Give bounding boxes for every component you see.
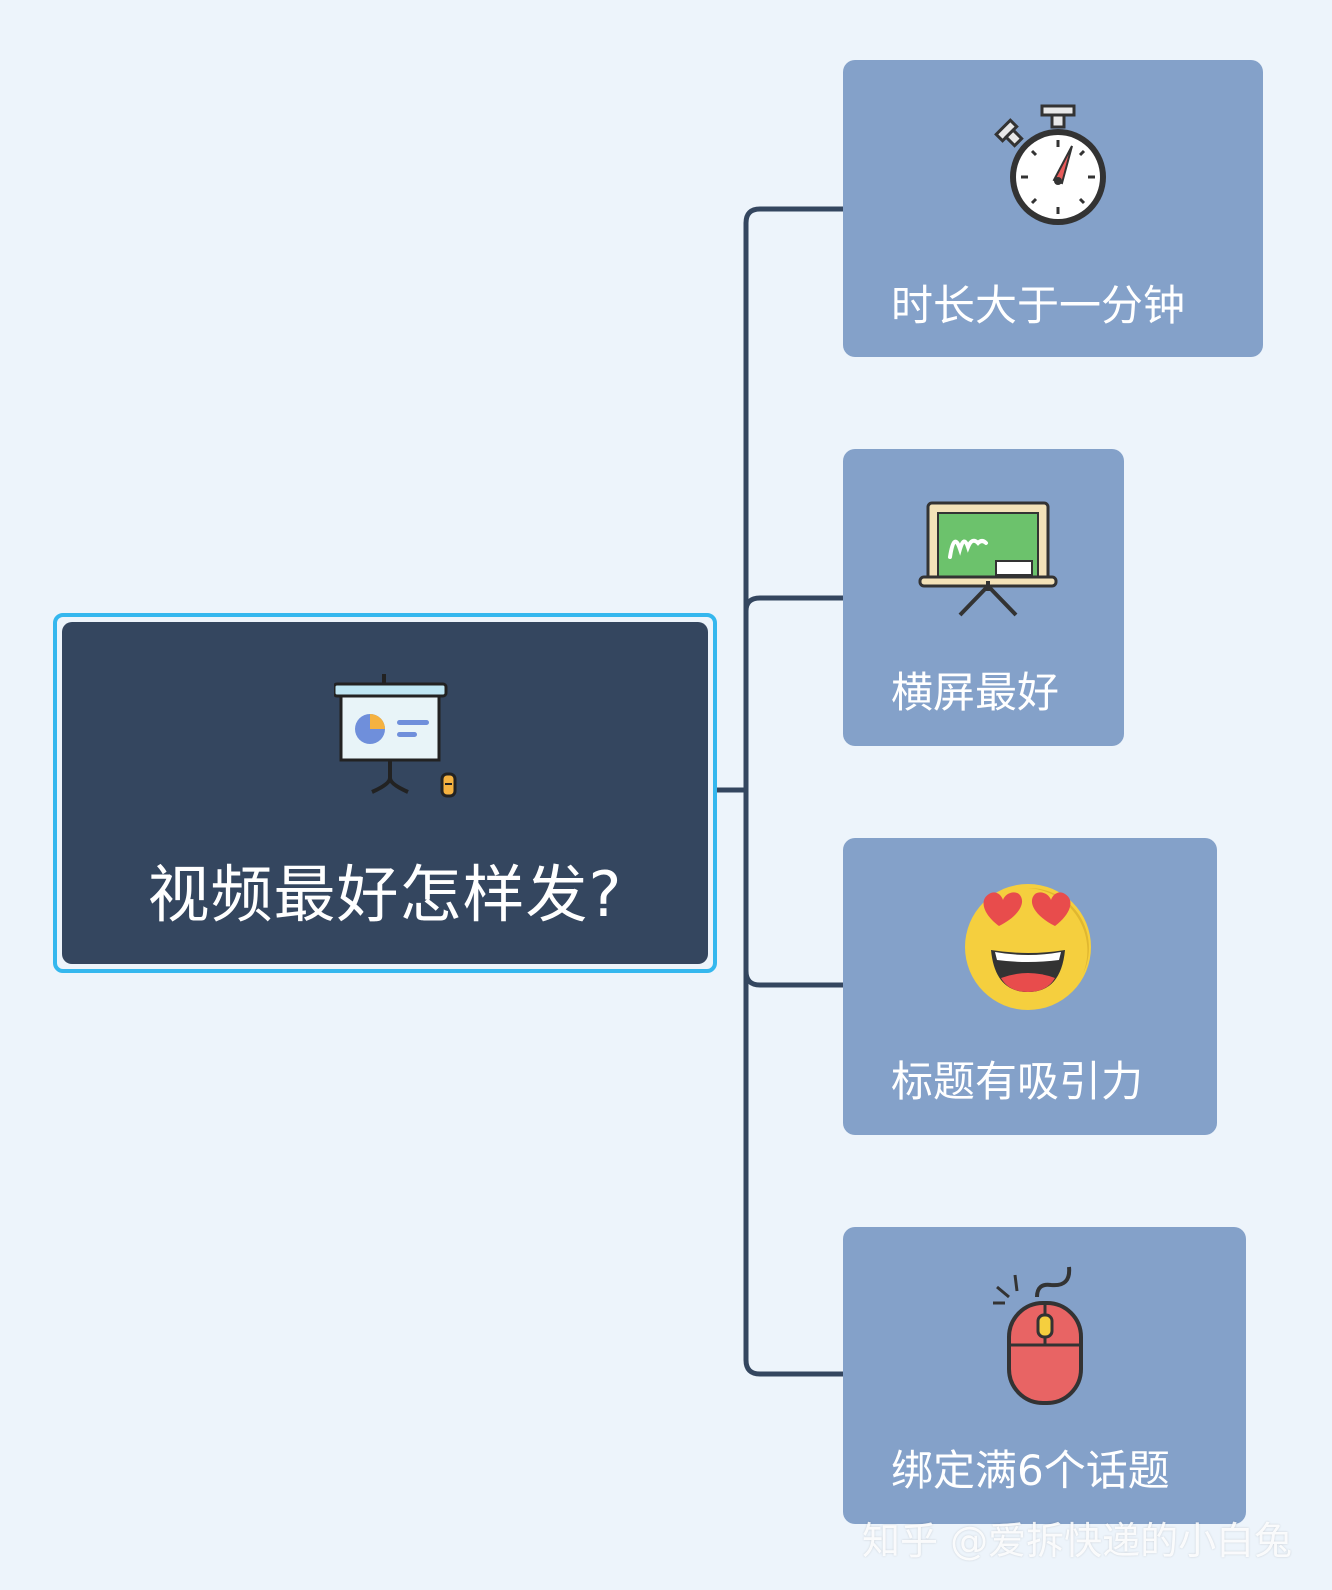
child-topic-title[interactable]: 标题有吸引力 (843, 838, 1217, 1135)
mouse-click-icon (993, 1266, 1083, 1405)
child-label-hashtags: 绑定满6个话题 (891, 1446, 1170, 1495)
heart-eyes-emoji-icon (965, 884, 1091, 1010)
child-label-title: 标题有吸引力 (891, 1057, 1144, 1106)
child-topic-duration[interactable]: 时长大于一分钟 (843, 60, 1263, 357)
stopwatch-icon (994, 104, 1106, 225)
child-topic-hashtags[interactable]: 绑定满6个话题 (843, 1227, 1246, 1524)
root-topic[interactable]: 视频最好怎样发? (53, 613, 717, 973)
root-title: 视频最好怎样发? (147, 858, 623, 931)
presentation-board-icon (334, 674, 457, 798)
child-label-landscape: 横屏最好 (891, 668, 1060, 717)
child-topic-landscape[interactable]: 横屏最好 (843, 449, 1124, 746)
watermark: 知乎 @爱拆快递的小白兔 (862, 1519, 1293, 1563)
chalkboard-icon (918, 501, 1058, 617)
child-label-duration: 时长大于一分钟 (891, 281, 1186, 330)
